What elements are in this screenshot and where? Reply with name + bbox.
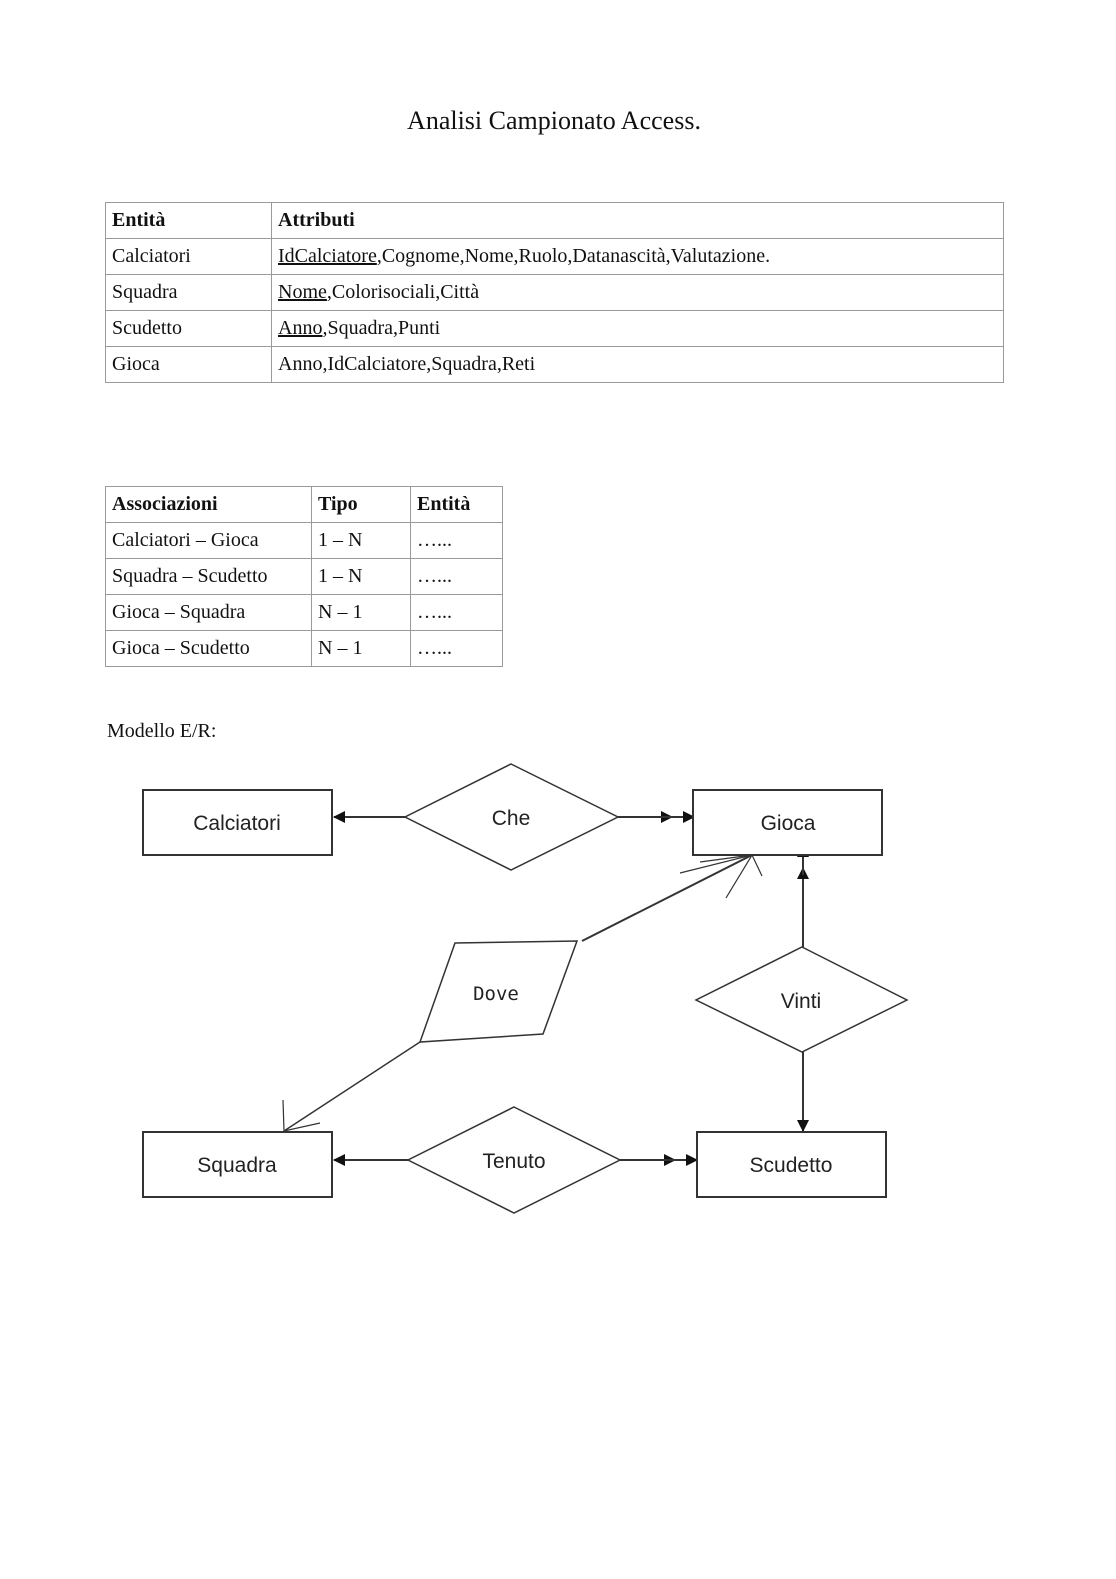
relation-tenuto: Tenuto [406,1106,622,1214]
entity-scudetto: Scudetto [696,1131,887,1198]
arrowhead-dove-squadra [282,1099,321,1132]
table-row: Squadra – Scudetto 1 – N …... [105,558,503,595]
entity-calciatori: Calciatori [142,789,333,856]
entity-attributes: Anno,IdCalciatore,Squadra,Reti [271,346,1004,383]
page-title: Analisi Campionato Access. [407,106,701,135]
table-row: Gioca – Scudetto N – 1 …... [105,630,503,667]
entity-label-squadra: Squadra [197,1154,277,1177]
table-header-row: Entità Attributi [105,202,1004,239]
entity-label-calciatori: Calciatori [193,812,281,835]
entity-name: Calciatori [105,238,272,275]
entity-name: Squadra [105,274,272,311]
primary-key: Anno [278,317,323,339]
assoc-name: Gioca – Scudetto [105,630,312,667]
other-attributes: ,Squadra,Punti [322,317,441,339]
table-row: Squadra Nome,Colorisociali,Città [105,274,1004,311]
entity-name: Scudetto [105,310,272,347]
relation-vinti: Vinti [694,946,909,1053]
relation-label-che: Che [492,807,531,830]
arrow-stroke [751,854,763,877]
table-row: Scudetto Anno,Squadra,Punti [105,310,1004,347]
header-associazioni: Associazioni [105,486,312,523]
entity-squadra: Squadra [142,1131,333,1198]
assoc-type: N – 1 [311,594,411,631]
er-model-label: Modello E/R: [107,720,217,742]
relation-che: Che [403,763,620,871]
header-entita: Entità [105,202,272,239]
assoc-entity: …... [410,630,503,667]
other-attributes: ,Cognome,Nome,Ruolo,Datanascità,Valutazi… [376,245,771,267]
entity-name: Gioca [105,346,272,383]
other-attributes: ,Colorisociali,Città [326,281,480,303]
arrow-stroke [699,854,753,863]
primary-key: IdCalciatore [278,245,377,267]
relation-label-tenuto: Tenuto [482,1150,545,1173]
entity-label-gioca: Gioca [761,812,816,835]
table-header-row: Associazioni Tipo Entità [105,486,503,523]
table-row: Calciatori – Gioca 1 – N …... [105,522,503,559]
table-row: Gioca – Squadra N – 1 …... [105,594,503,631]
other-attributes: Anno,IdCalciatore,Squadra,Reti [278,353,536,375]
table-row: Gioca Anno,IdCalciatore,Squadra,Reti [105,346,1004,383]
assoc-type: 1 – N [311,558,411,595]
entity-attributes: Nome,Colorisociali,Città [271,274,1004,311]
header-attributi: Attributi [271,202,1004,239]
entity-table: Entità Attributi Calciatori IdCalciatore… [105,202,1004,383]
relation-label-vinti: Vinti [781,990,821,1013]
assoc-type: N – 1 [311,630,411,667]
header-entita: Entità [410,486,503,523]
relation-dove: Dove [418,940,579,1043]
association-table: Associazioni Tipo Entità Calciatori – Gi… [105,486,503,667]
assoc-type: 1 – N [311,522,411,559]
assoc-name: Squadra – Scudetto [105,558,312,595]
primary-key: Nome [278,281,327,303]
connector-dove-gioca [581,854,753,942]
entity-gioca: Gioca [692,789,883,856]
connector-dove-squadra [283,1041,421,1132]
entity-label-scudetto: Scudetto [750,1154,833,1177]
assoc-name: Calciatori – Gioca [105,522,312,559]
assoc-entity: …... [410,558,503,595]
relation-label-dove: Dove [473,983,519,1005]
assoc-name: Gioca – Squadra [105,594,312,631]
assoc-entity: …... [410,522,503,559]
